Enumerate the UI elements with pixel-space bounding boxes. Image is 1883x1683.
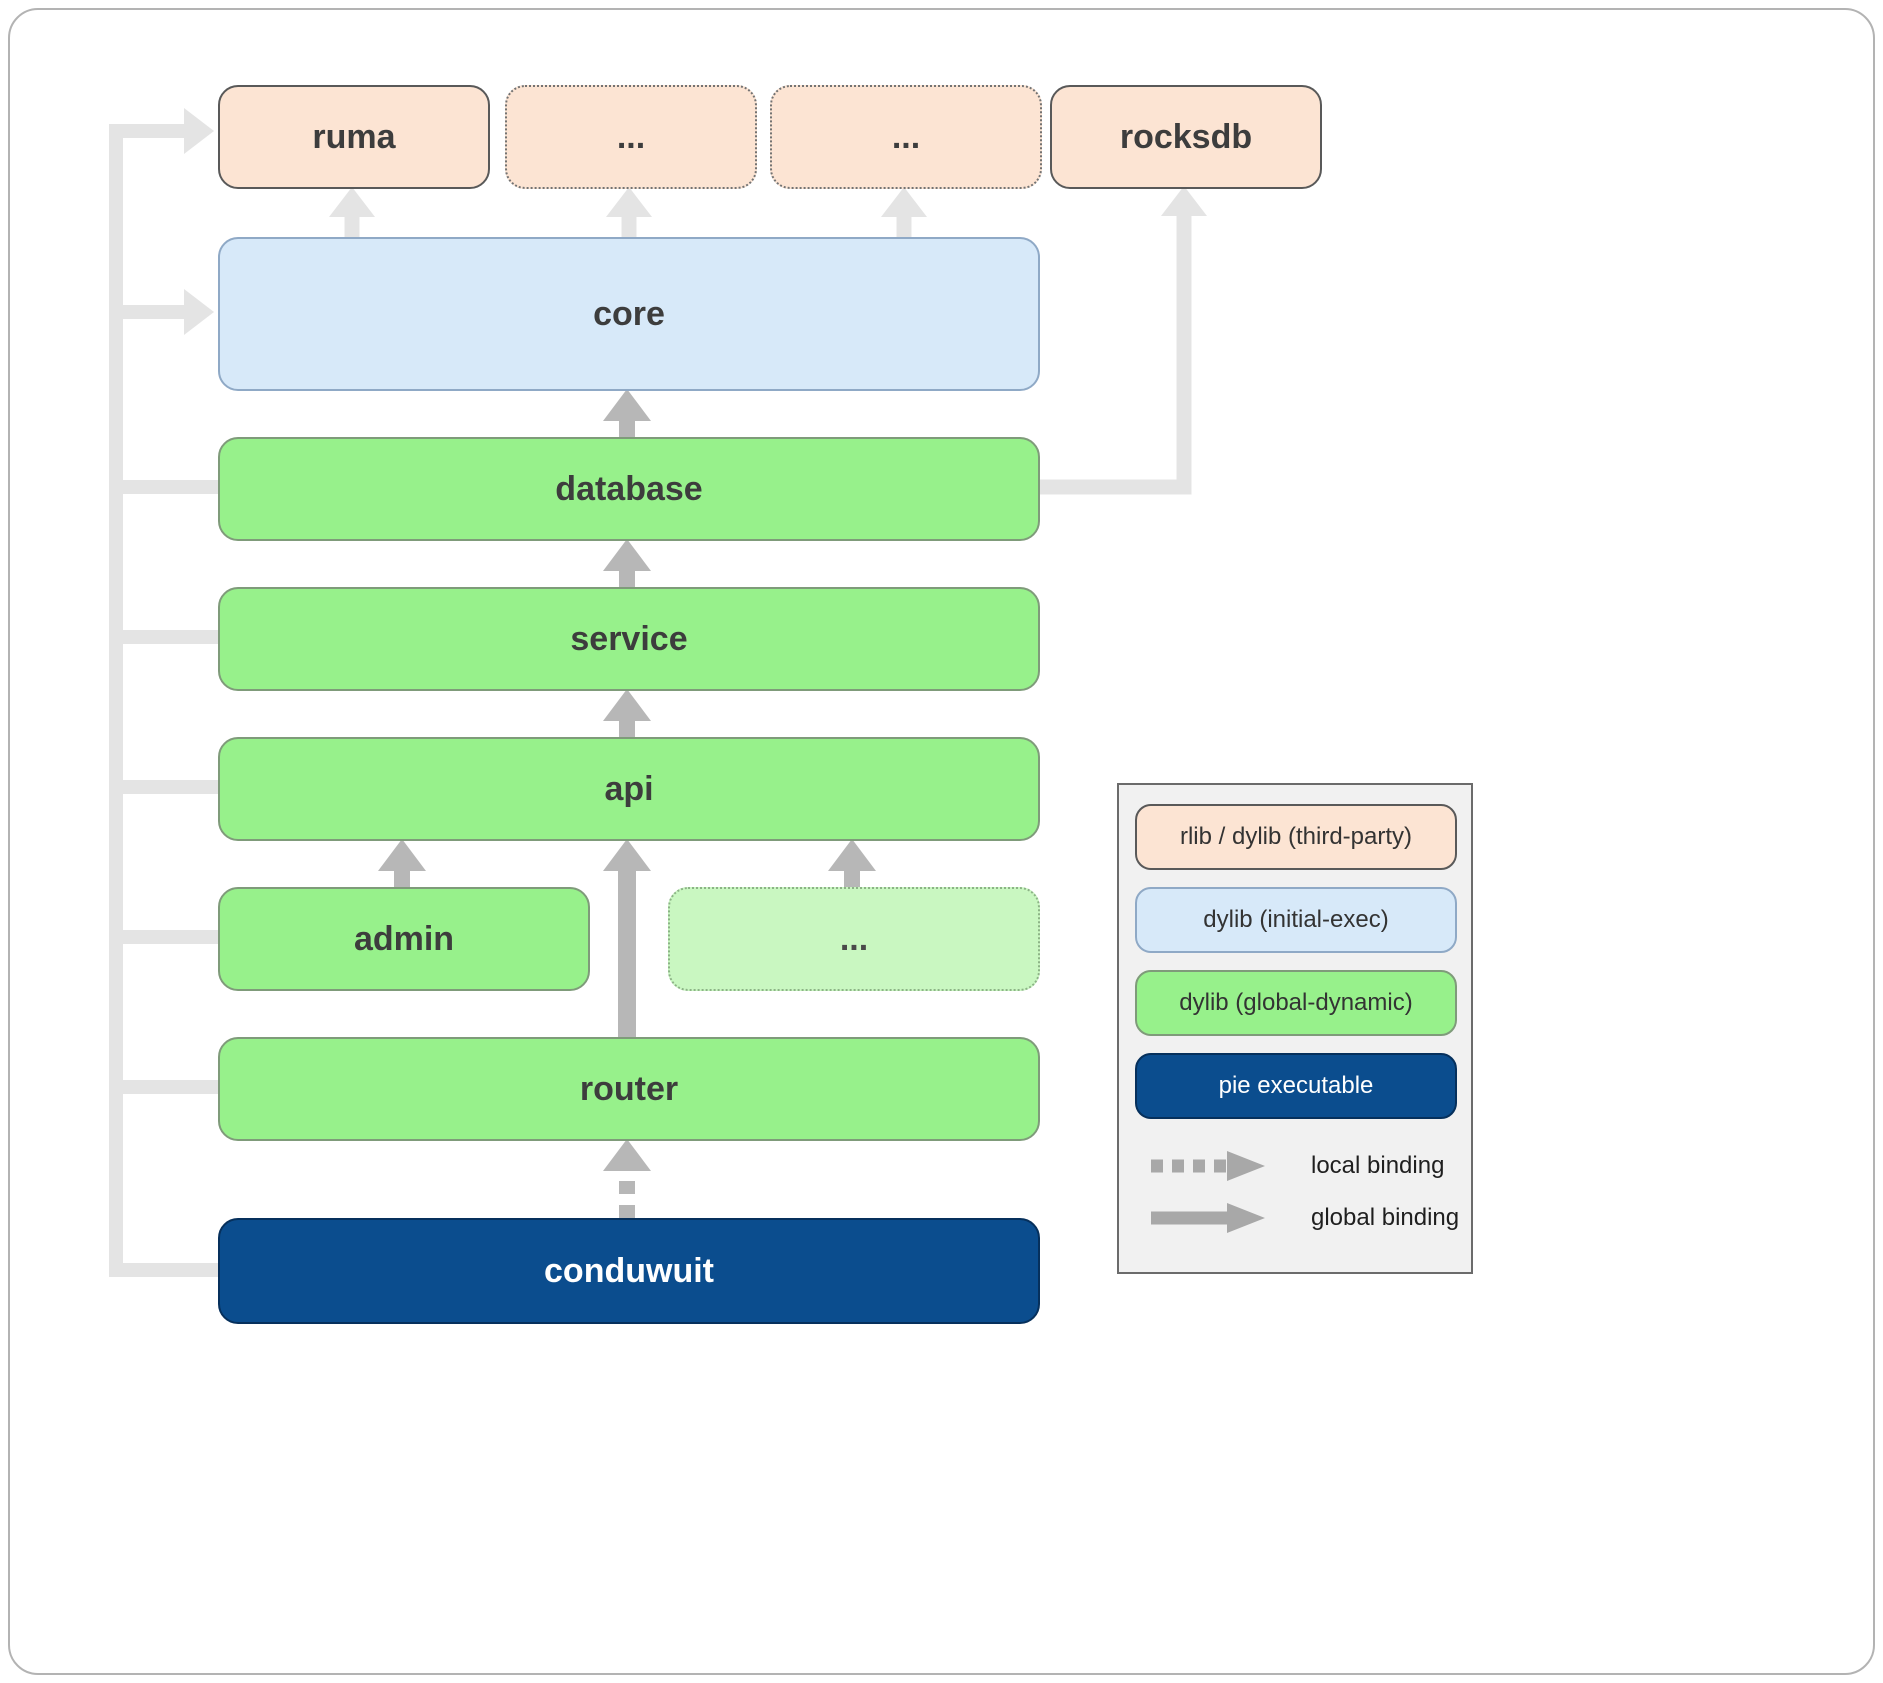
- node-database: database: [218, 437, 1040, 541]
- legend-global-binding: global binding: [1145, 1199, 1459, 1237]
- arrow-service-to-database: [603, 539, 651, 592]
- node-conduwuit: conduwuit: [218, 1218, 1040, 1324]
- arrow-admin-to-api: [378, 839, 426, 892]
- legend-item-third-party: rlib / dylib (third-party): [1135, 804, 1457, 870]
- global-binding-arrow-icon: [1151, 1203, 1265, 1233]
- node-third-party-more-1: ...: [505, 85, 757, 189]
- rail-conduwuit-global-bindings: [109, 108, 218, 1277]
- legend-local-binding: local binding: [1145, 1147, 1444, 1185]
- arrow-modules-more-to-api: [828, 839, 876, 892]
- node-admin: admin: [218, 887, 590, 991]
- arrow-api-to-service: [603, 689, 651, 742]
- node-third-party-more-2: ...: [770, 85, 1042, 189]
- node-service: service: [218, 587, 1040, 691]
- arrow-core-to-ruma: [329, 187, 375, 240]
- legend: rlib / dylib (third-party) dylib (initia…: [1117, 783, 1473, 1274]
- arrow-conduwuit-to-router-local: [603, 1139, 651, 1218]
- node-modules-more: ...: [668, 887, 1040, 991]
- legend-item-initial-exec: dylib (initial-exec): [1135, 887, 1457, 953]
- node-rocksdb: rocksdb: [1050, 85, 1322, 189]
- node-core: core: [218, 237, 1040, 391]
- legend-item-pie-executable: pie executable: [1135, 1053, 1457, 1119]
- legend-item-global-dynamic: dylib (global-dynamic): [1135, 970, 1457, 1036]
- arrow-router-to-api: [603, 839, 651, 1040]
- global-binding-label: global binding: [1311, 1204, 1460, 1231]
- local-binding-arrow-icon: [1151, 1151, 1265, 1181]
- node-api: api: [218, 737, 1040, 841]
- local-binding-label: local binding: [1311, 1152, 1445, 1179]
- arrow-database-to-rocksdb: [1036, 186, 1207, 495]
- arrow-core-to-third-party-more-2: [881, 187, 927, 240]
- node-ruma: ruma: [218, 85, 490, 189]
- node-router: router: [218, 1037, 1040, 1141]
- arrow-database-to-core: [603, 389, 651, 442]
- arrow-core-to-third-party-more-1: [606, 187, 652, 240]
